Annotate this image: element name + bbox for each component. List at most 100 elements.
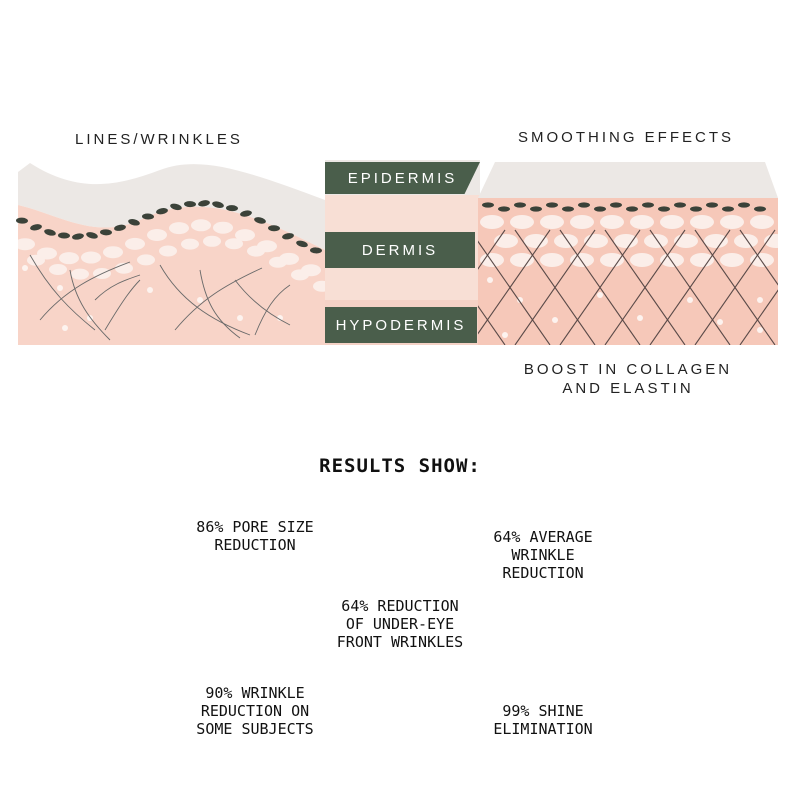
right-cell (734, 234, 758, 248)
left-cell (257, 240, 277, 253)
right-cell (644, 234, 668, 248)
right-dark-cell (722, 206, 734, 212)
left-cell (49, 263, 67, 275)
right-dark-cell (546, 202, 558, 208)
left-cell (147, 229, 167, 242)
stat-some-subjects: 90% WRINKLE REDUCTION ON SOME SUBJECTS (196, 684, 314, 738)
right-cell (480, 215, 504, 229)
right-dot (637, 315, 643, 321)
right-cell (764, 234, 778, 248)
left-cell (191, 219, 211, 232)
left-dot (147, 287, 153, 293)
stat-shine: 99% SHINE ELIMINATION (493, 702, 593, 738)
right-cell (554, 234, 578, 248)
left-cell (203, 235, 221, 247)
right-dot (487, 277, 493, 283)
collagen-fiber (478, 305, 506, 345)
right-cell (614, 234, 638, 248)
stat-average-wrinkle: 64% AVERAGE WRINKLE REDUCTION (493, 528, 593, 582)
right-epidermis-surface (478, 162, 778, 198)
right-dark-cell (482, 202, 494, 208)
right-cell (720, 253, 744, 267)
collagen-fiber (694, 229, 776, 345)
collagen-fiber (478, 240, 551, 345)
right-cell (600, 253, 624, 267)
left-dark-cell (72, 233, 84, 240)
left-dot (62, 325, 68, 331)
right-dark-cell (690, 206, 702, 212)
left-cell (81, 251, 101, 264)
collagen-fiber (559, 229, 641, 345)
right-cell (540, 253, 564, 267)
left-dark-cell (114, 224, 126, 231)
right-dark-cell (610, 202, 622, 208)
left-dot (277, 315, 283, 321)
left-dark-cell (184, 201, 196, 208)
left-dark-cell (16, 217, 28, 224)
skin-layers-diagram (16, 160, 800, 345)
left-dark-cell (30, 224, 42, 231)
collagen-elastin-caption: BOOST IN COLLAGEN AND ELASTIN (523, 361, 733, 397)
right-cell (570, 215, 594, 229)
right-dark-cell (562, 206, 574, 212)
right-cell (630, 253, 654, 267)
left-dark-cell (142, 213, 154, 220)
dermis-label: DERMIS (325, 232, 475, 268)
left-dark-cell (310, 247, 322, 254)
collagen-fiber (785, 230, 800, 345)
left-dark-cell (198, 200, 210, 207)
left-dot (197, 297, 203, 303)
right-dark-cells (482, 202, 766, 212)
left-dark-cell (212, 201, 224, 208)
epidermis-label: EPIDERMIS (325, 162, 480, 194)
left-cell (213, 221, 233, 234)
right-cell (540, 215, 564, 229)
right-cell (524, 234, 548, 248)
collagen-fiber (739, 229, 778, 286)
left-dark-cell (100, 229, 112, 236)
hypodermis-label: HYPODERMIS (325, 307, 477, 343)
stat-pore-size: 86% PORE SIZE REDUCTION (196, 518, 314, 554)
right-dot (757, 327, 763, 333)
left-dot (57, 285, 63, 291)
left-dark-cell (282, 233, 294, 240)
right-cell (510, 215, 534, 229)
right-dark-cell (706, 202, 718, 208)
right-dot (597, 292, 603, 298)
right-cell (690, 215, 714, 229)
right-cell (600, 215, 624, 229)
left-dark-cell (44, 229, 56, 236)
right-dark-cell (530, 206, 542, 212)
left-cell (159, 245, 177, 257)
left-cell (59, 252, 79, 265)
right-cell (660, 215, 684, 229)
collagen-fiber (649, 229, 731, 345)
left-cell (313, 280, 325, 292)
right-dot (502, 332, 508, 338)
right-cell (630, 215, 654, 229)
left-dark-cell (86, 232, 98, 239)
left-cell (125, 237, 145, 250)
left-cell (115, 262, 133, 274)
right-dark-cell (738, 202, 750, 208)
right-cell (690, 253, 714, 267)
right-dark-cell (626, 206, 638, 212)
right-dot (552, 317, 558, 323)
left-cells (18, 219, 325, 331)
right-cells (480, 215, 778, 338)
right-dark-cell (674, 202, 686, 208)
lines-wrinkles-header: LINES/WRINKLES (75, 131, 243, 148)
collagen-fiber (478, 229, 506, 270)
left-dot (22, 265, 28, 271)
right-dark-cell (498, 206, 510, 212)
right-cell (510, 253, 534, 267)
right-dark-cell (754, 206, 766, 212)
right-collagen-mesh (478, 229, 800, 345)
left-cell (235, 229, 255, 242)
left-dark-cell (170, 203, 182, 211)
right-dot (687, 297, 693, 303)
right-dark-cell (578, 202, 590, 208)
left-cell (279, 252, 299, 265)
right-cell (704, 234, 728, 248)
stat-under-eye: 64% REDUCTION OF UNDER-EYE FRONT WRINKLE… (336, 597, 464, 651)
